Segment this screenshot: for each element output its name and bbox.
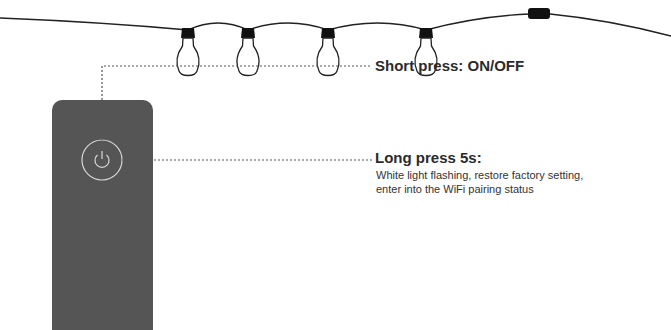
inline-controller: [528, 8, 550, 19]
light-wire: [0, 14, 530, 30]
leader-line: [102, 66, 372, 140]
bulb: [177, 28, 199, 76]
bulb: [237, 28, 259, 76]
button-action: Short press: ON/OFF: [375, 57, 635, 75]
bulb: [317, 28, 339, 76]
button-action: Long press 5s:: [375, 149, 635, 167]
power-cord: [550, 14, 671, 36]
leader-line: [122, 159, 372, 160]
power-symbol: [101, 151, 102, 159]
action-description: White light flashing, restore factory se…: [376, 168, 591, 196]
power-button: [82, 140, 122, 180]
